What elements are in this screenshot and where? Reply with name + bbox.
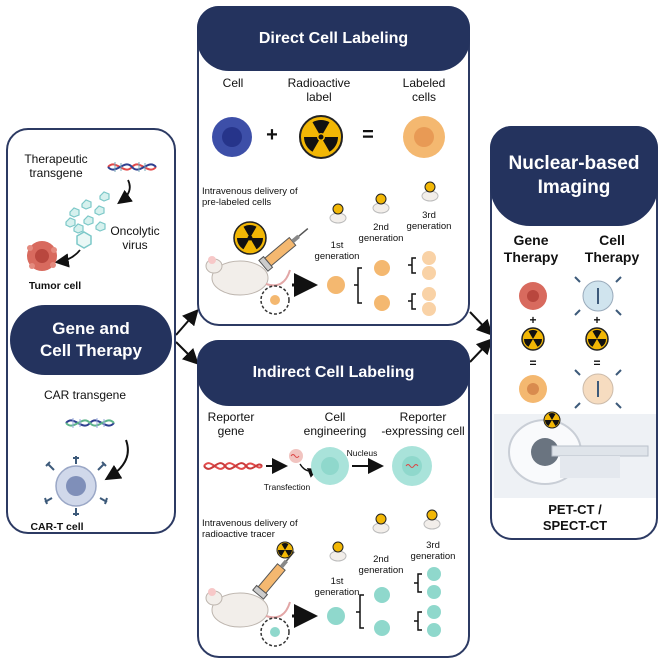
pet-ct-scanner-icon: [494, 411, 656, 498]
tumor-cell-icon: [27, 241, 57, 271]
right-tumor-cell-icon: [519, 282, 547, 310]
dna-helix-icon: [107, 162, 157, 172]
syringe-icon: [258, 228, 309, 272]
right-equals-cell: =: [593, 356, 601, 370]
transfection-label: Transfection: [263, 482, 311, 492]
arrow-to-indirect: [175, 341, 199, 365]
direct-labeling-title: Direct Cell Labeling: [197, 6, 470, 71]
engineered-cell-icon: [311, 447, 349, 485]
generation-cells: [327, 251, 436, 316]
car-dna-icon: [65, 418, 115, 428]
large-virus-icon: [76, 231, 92, 249]
right-labeled-tumor-icon: [519, 375, 547, 403]
virus-icon: [65, 191, 110, 234]
zoom-circle: [260, 285, 290, 315]
radiation-icon: [299, 115, 343, 159]
nucleus-label: Nucleus: [346, 448, 378, 458]
reporter-dna-icon: [203, 462, 263, 470]
vector-particle-icon: [289, 449, 303, 463]
plus-sign: +: [266, 124, 278, 146]
mouse-icon: [205, 256, 291, 296]
pet-ct-label: PET-CT /SPECT-CT: [542, 502, 608, 533]
arrow-from-indirect: [469, 338, 493, 363]
indirect-labeling-title: Indirect Cell Labeling: [197, 340, 470, 406]
right-labeled-cart-icon: [574, 369, 622, 409]
arrow-to-direct: [175, 308, 199, 336]
equals-sign: =: [362, 124, 374, 146]
cell-label: Cell: [222, 76, 244, 90]
radiation-small-icon: [233, 221, 267, 255]
indirect-gen-mice-icons: [329, 509, 441, 562]
reporter-expressing-label: Reporter-expressing cell: [381, 410, 465, 438]
right-radiation-cell-icon: [585, 327, 609, 351]
tumor-cell-label: Tumor cell: [28, 280, 82, 292]
indirect-mouse-icon: [205, 588, 291, 628]
right-cart-cell-icon: [574, 276, 622, 316]
tracer-syringe-icon: [252, 551, 295, 600]
right-plus-gene: +: [529, 313, 537, 327]
right-plus-cell: +: [593, 313, 601, 327]
car-transgene-label: CAR transgene: [43, 388, 127, 402]
labeled-cell-icon: [403, 116, 445, 158]
gen-mice-icons: [329, 181, 439, 224]
brackets: [354, 257, 416, 310]
arrow-from-direct: [469, 311, 493, 336]
cell-icon: [212, 117, 252, 157]
car-t-cell-label: CAR-T cell: [30, 521, 84, 533]
tracer-radiation-icon: [276, 541, 294, 559]
right-radiation-gene-icon: [521, 327, 545, 351]
reporter-cell-icon: [392, 446, 432, 486]
indirect-generation-cells: [327, 567, 441, 637]
car-t-cell-icon: [44, 456, 108, 516]
right-equals-gene: =: [529, 356, 537, 370]
